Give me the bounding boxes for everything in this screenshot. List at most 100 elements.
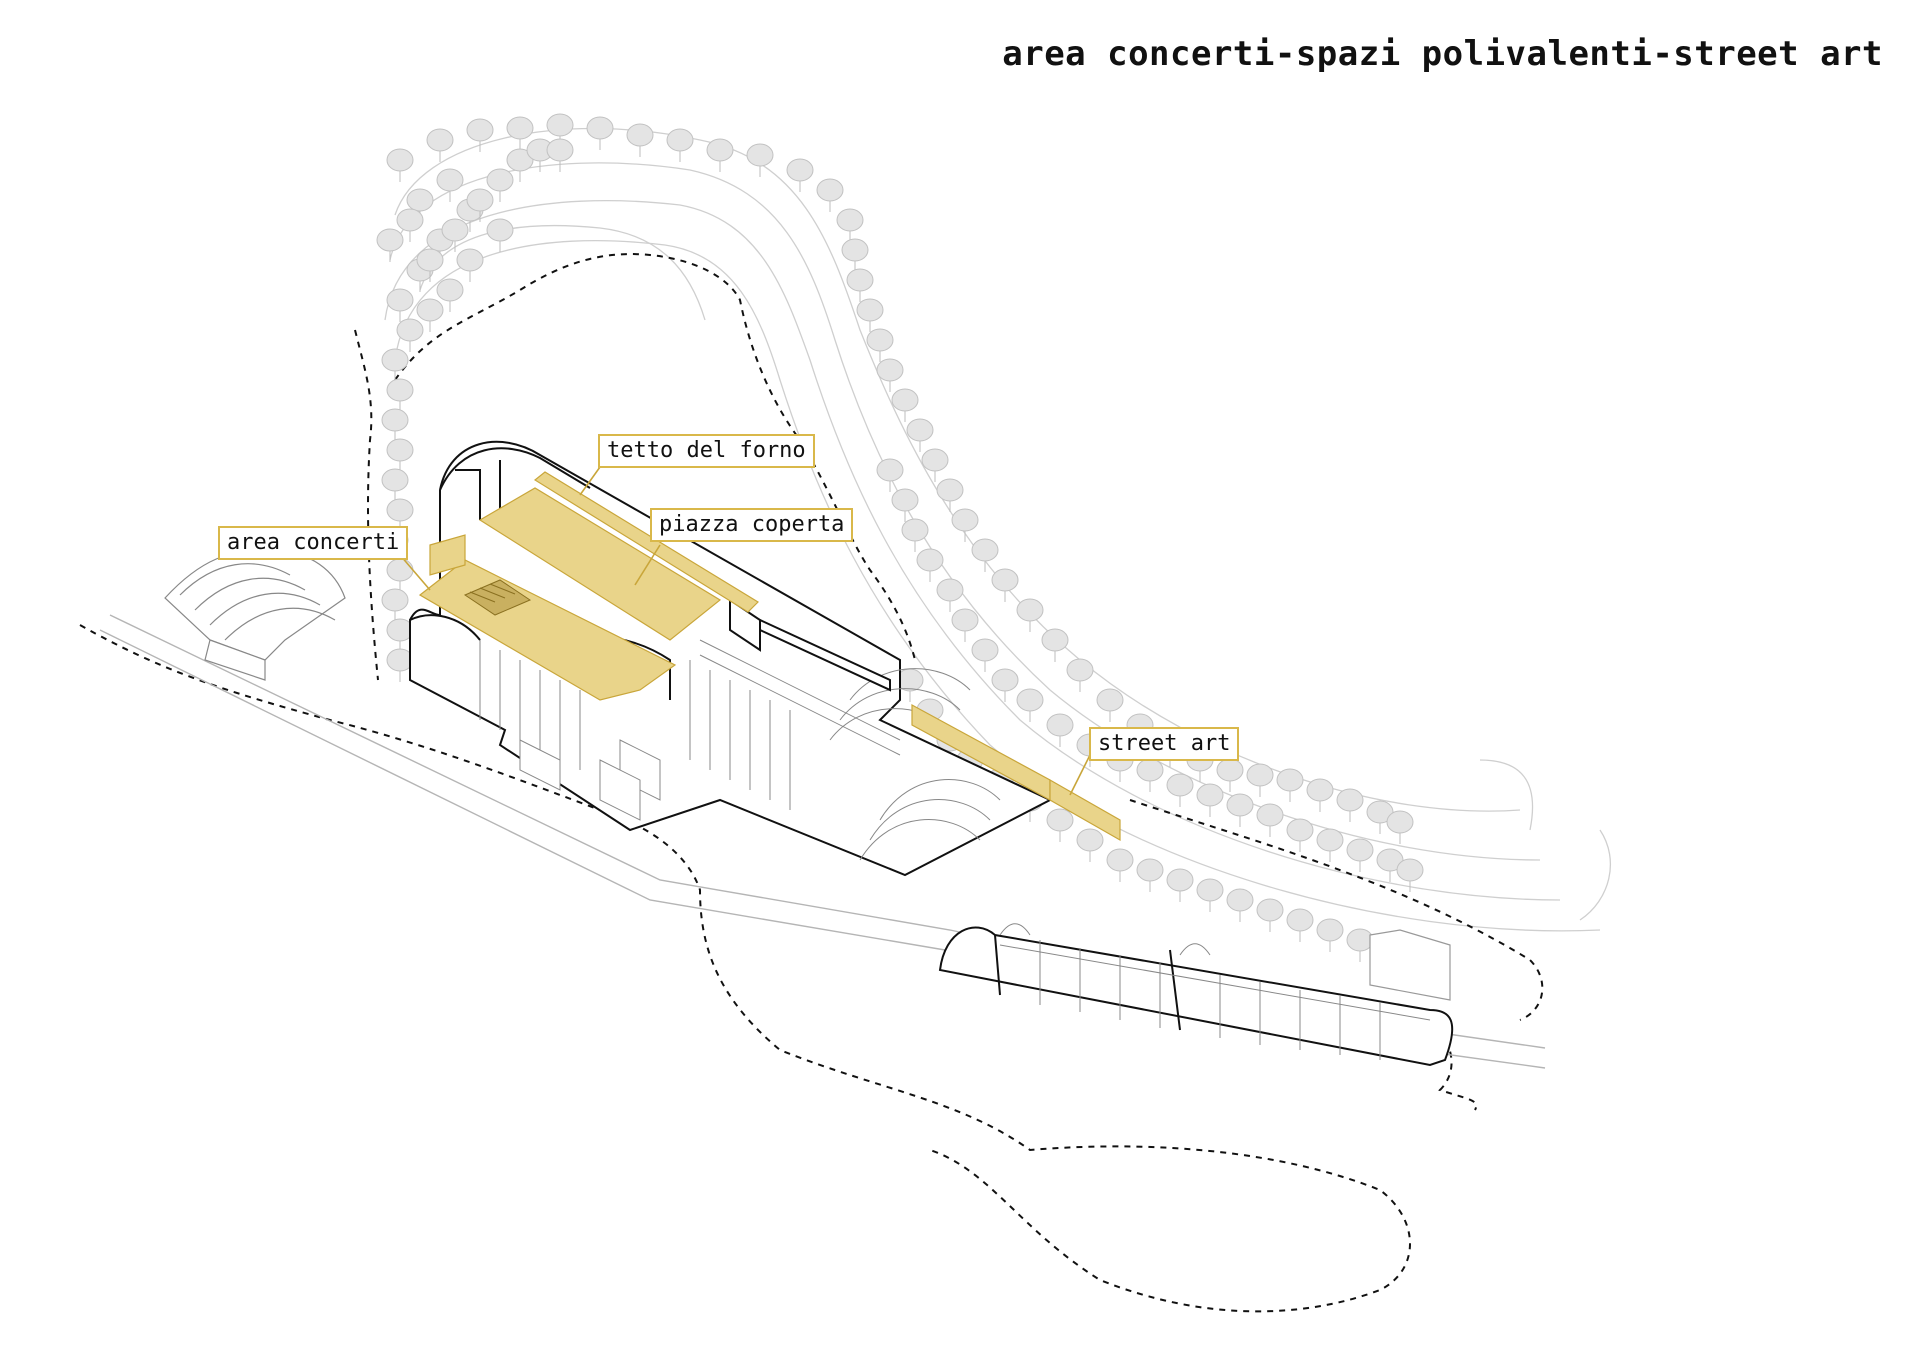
tree-icon <box>971 538 999 572</box>
tree-icon <box>376 228 404 262</box>
tree-icon <box>876 358 904 392</box>
tree-icon <box>546 138 574 172</box>
tree-icon <box>1041 628 1069 662</box>
tree-icon <box>1226 888 1254 922</box>
tree-icon <box>396 318 424 352</box>
tree-icon <box>991 568 1019 602</box>
dashed-paths <box>79 253 1544 1313</box>
tree-icon <box>466 188 494 222</box>
tree-icon <box>1306 778 1334 812</box>
tree-icon <box>1276 768 1304 802</box>
tree-icon <box>456 248 484 282</box>
highlight-areas <box>418 471 1121 842</box>
tree-icon <box>1256 898 1284 932</box>
tree-icon <box>1166 773 1194 807</box>
tree-icon <box>386 618 414 652</box>
tree-icon <box>626 123 654 157</box>
tree-icon <box>1066 658 1094 692</box>
tree-icon <box>906 418 934 452</box>
tree-icon <box>1366 800 1394 834</box>
tree-icon <box>991 668 1019 702</box>
tree-icon <box>381 588 409 622</box>
tree-icon <box>816 178 844 212</box>
tree-icon <box>1286 818 1314 852</box>
tree-icon <box>866 328 894 362</box>
tree-icon <box>386 438 414 472</box>
tree-icon <box>1216 758 1244 792</box>
tree-icon <box>1286 908 1314 942</box>
tree-icon <box>1136 858 1164 892</box>
label-piazza-coperta: piazza coperta <box>650 508 854 542</box>
tree-icon <box>936 578 964 612</box>
tree-icon <box>706 138 734 172</box>
tree-icon <box>951 608 979 642</box>
tree-icon <box>1196 878 1224 912</box>
tree-icon <box>416 298 444 332</box>
piazza-coperta-area <box>478 487 722 641</box>
tree-icon <box>1346 928 1374 962</box>
tree-group <box>376 113 1424 962</box>
tree-icon <box>386 498 414 532</box>
tree-icon <box>386 378 414 412</box>
label-area-concerti: area concerti <box>218 526 409 560</box>
tree-icon <box>746 143 774 177</box>
tree-icon <box>1076 828 1104 862</box>
tree-icon <box>1016 688 1044 722</box>
tree-icon <box>1376 848 1404 882</box>
tree-icon <box>846 268 874 302</box>
tree-icon <box>506 148 534 182</box>
tetto-del-forno-area <box>533 471 759 613</box>
tree-icon <box>386 288 414 322</box>
tree-icon <box>841 238 869 272</box>
tree-icon <box>1246 763 1274 797</box>
tree-icon <box>856 298 884 332</box>
tree-icon <box>891 488 919 522</box>
tree-icon <box>876 458 904 492</box>
tree-icon <box>396 208 424 242</box>
tree-icon <box>921 448 949 482</box>
tree-icon <box>901 518 929 552</box>
tree-icon <box>486 218 514 252</box>
tree-icon <box>506 116 534 150</box>
tree-icon <box>936 478 964 512</box>
tree-icon <box>1336 788 1364 822</box>
tree-icon <box>1136 758 1164 792</box>
tree-icon <box>1256 803 1284 837</box>
tree-icon <box>416 248 444 282</box>
page-title: area concerti-spazi polivalenti-street a… <box>1002 34 1883 74</box>
tree-icon <box>1386 810 1414 844</box>
tree-icon <box>1196 783 1224 817</box>
left-greenhouse <box>164 549 346 681</box>
tree-icon <box>666 128 694 162</box>
tree-icon <box>586 116 614 150</box>
tree-icon <box>386 148 414 182</box>
tree-icon <box>1096 688 1124 722</box>
tree-icon <box>1226 793 1254 827</box>
tree-icon <box>1106 848 1134 882</box>
tree-icon <box>486 168 514 202</box>
tree-icon <box>436 168 464 202</box>
tree-icon <box>1316 828 1344 862</box>
tree-icon <box>951 508 979 542</box>
tree-icon <box>1016 598 1044 632</box>
tree-icon <box>381 468 409 502</box>
tree-icon <box>386 648 414 682</box>
tree-icon <box>386 558 414 592</box>
tree-icon <box>916 548 944 582</box>
tree-icon <box>426 128 454 162</box>
tree-icon <box>1046 713 1074 747</box>
tree-icon <box>436 278 464 312</box>
tree-icon <box>1046 808 1074 842</box>
tree-icon <box>1396 858 1424 892</box>
tree-icon <box>441 218 469 252</box>
tree-icon <box>1346 838 1374 872</box>
label-tetto-del-forno: tetto del forno <box>598 434 815 468</box>
tree-icon <box>891 388 919 422</box>
label-street-art: street art <box>1089 727 1240 761</box>
tree-icon <box>1316 918 1344 952</box>
tree-icon <box>971 638 999 672</box>
tree-icon <box>466 118 494 152</box>
tree-icon <box>836 208 864 242</box>
